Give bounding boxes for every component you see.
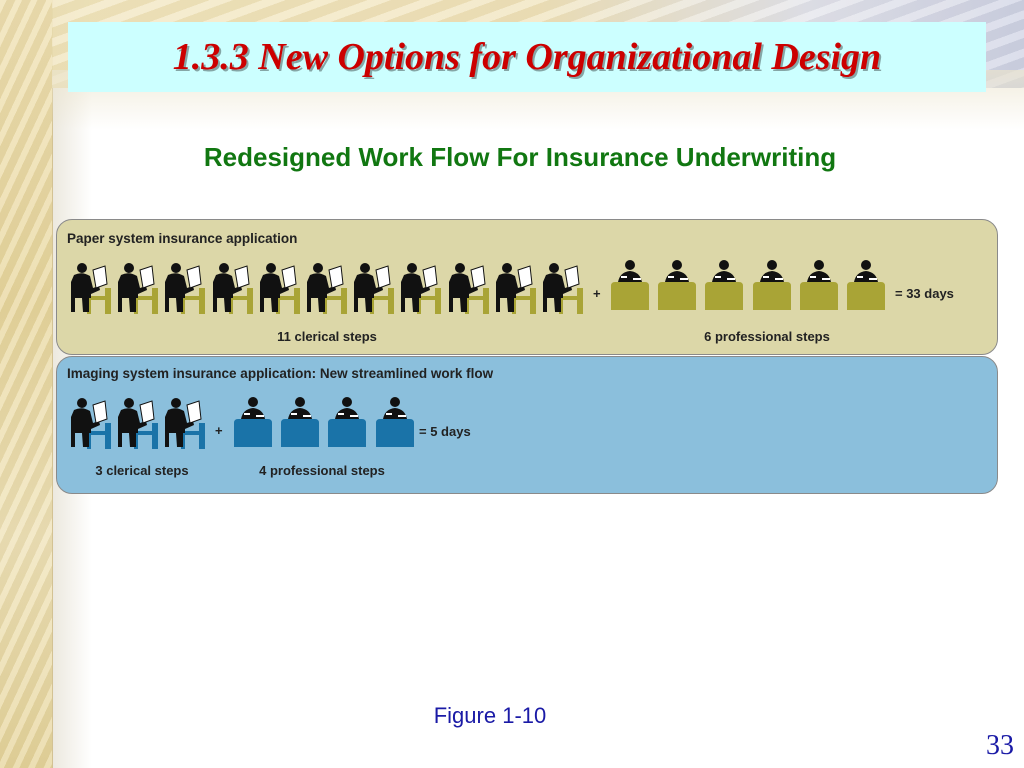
paper-system-label: Paper system insurance application (67, 231, 298, 246)
clerical-worker-icon (541, 258, 585, 319)
paper-professional-label: 6 professional steps (704, 329, 830, 344)
page-number: 33 (986, 730, 1014, 761)
imaging-plus-sign: + (215, 423, 223, 438)
title-box: 1.3.3 New Options for Organizational Des… (68, 22, 986, 92)
paper-clerical-label: 11 clerical steps (277, 329, 377, 344)
paper-system-panel: Paper system insurance application + = 3… (56, 219, 998, 355)
left-decorative-strip (0, 0, 53, 768)
clerical-worker-icon (399, 258, 443, 319)
clerical-worker-icon (258, 258, 302, 319)
imaging-system-label: Imaging system insurance application: Ne… (67, 366, 494, 381)
clerical-worker-icon (494, 258, 538, 319)
paper-plus-sign: + (593, 286, 601, 301)
clerical-worker-icon (69, 393, 113, 454)
clerical-worker-icon (163, 258, 207, 319)
professional-at-desk-icon (798, 256, 840, 317)
clerical-worker-icon (352, 258, 396, 319)
professional-at-desk-icon (232, 393, 274, 454)
professional-at-desk-icon (845, 256, 887, 317)
clerical-worker-icon (447, 258, 491, 319)
clerical-worker-icon (163, 393, 207, 454)
imaging-system-panel: Imaging system insurance application: Ne… (56, 356, 998, 494)
professional-at-desk-icon (703, 256, 745, 317)
professional-at-desk-icon (751, 256, 793, 317)
imaging-result: = 5 days (419, 424, 471, 439)
imaging-clerical-label: 3 clerical steps (95, 463, 189, 478)
professional-at-desk-icon (326, 393, 368, 454)
clerical-worker-icon (211, 258, 255, 319)
professional-at-desk-icon (374, 393, 416, 454)
professional-at-desk-icon (656, 256, 698, 317)
clerical-worker-icon (305, 258, 349, 319)
imaging-professional-label: 4 professional steps (259, 463, 385, 478)
clerical-worker-icon (69, 258, 113, 319)
paper-result: = 33 days (895, 286, 954, 301)
professional-at-desk-icon (279, 393, 321, 454)
figure-caption: Figure 1-10 (433, 703, 547, 728)
clerical-worker-icon (116, 258, 160, 319)
professional-at-desk-icon (609, 256, 651, 317)
clerical-worker-icon (116, 393, 160, 454)
slide-subtitle: Redesigned Work Flow For Insurance Under… (203, 142, 837, 172)
slide-title: 1.3.3 New Options for Organizational Des… (172, 36, 882, 78)
